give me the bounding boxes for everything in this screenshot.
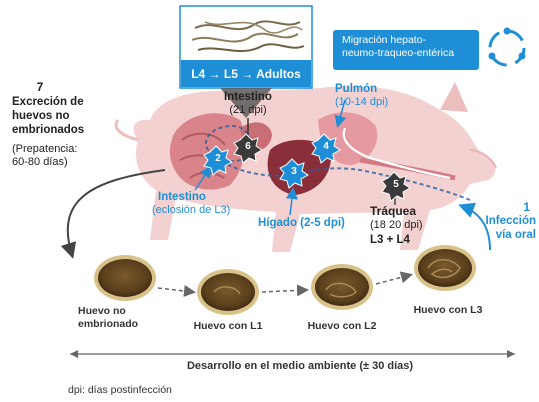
egg-arrow-2 bbox=[262, 290, 306, 292]
footnote: dpi: días postinfección bbox=[68, 384, 268, 397]
infection-title: Infección vía oral bbox=[470, 214, 536, 242]
step7-detail: (Prepatencia: 60-80 días) bbox=[12, 143, 122, 170]
intestine-hatch-title: Intestino bbox=[158, 190, 258, 204]
trachea-stages: L3 + L4 bbox=[370, 233, 450, 247]
marker-5-number: 5 bbox=[390, 179, 402, 191]
intestine-adult-title: Intestino bbox=[212, 90, 284, 104]
trachea-title: Tráquea bbox=[370, 204, 450, 219]
cycle-icon bbox=[489, 28, 526, 66]
environment-axis-label: Desarrollo en el medio ambiente (± 30 dí… bbox=[150, 360, 450, 373]
marker-4-number: 4 bbox=[320, 141, 332, 153]
egg-1-label: Huevo no embrionado bbox=[78, 305, 168, 331]
intestine-hatch-detail: (eclosión de L3) bbox=[152, 204, 262, 217]
egg-3-label: Huevo con L2 bbox=[294, 320, 390, 333]
egg-arrow-3 bbox=[376, 275, 410, 284]
infection-number: 1 bbox=[500, 200, 530, 215]
marker-6-number: 6 bbox=[242, 141, 254, 153]
egg-1 bbox=[94, 255, 156, 301]
trachea-detail: (18 20 dpi) bbox=[370, 219, 450, 232]
migration-label: Migración hepato- neumo-traqueo-entérica bbox=[342, 34, 476, 60]
liver-title: Hígado (2-5 dpi) bbox=[258, 216, 368, 230]
lung-title: Pulmón bbox=[335, 82, 415, 96]
lung-detail: (10-14 dpi) bbox=[335, 96, 415, 109]
egg-4-label: Huevo con L3 bbox=[400, 304, 496, 317]
marker-2-number: 2 bbox=[212, 153, 224, 165]
intestine-adult-detail: (21 dpi) bbox=[212, 104, 284, 117]
egg-4 bbox=[414, 245, 476, 291]
inset-stages-label: L4 → L5 → Adultos bbox=[182, 67, 310, 82]
egg-3 bbox=[311, 264, 373, 310]
egg-2-label: Huevo con L1 bbox=[180, 320, 276, 333]
egg-arrow-1 bbox=[158, 288, 193, 292]
step7-number: 7 bbox=[30, 80, 50, 95]
step7-title: Excreción de huevos no embrionados bbox=[12, 95, 122, 137]
marker-3-number: 3 bbox=[288, 166, 300, 178]
egg-2 bbox=[197, 269, 259, 315]
